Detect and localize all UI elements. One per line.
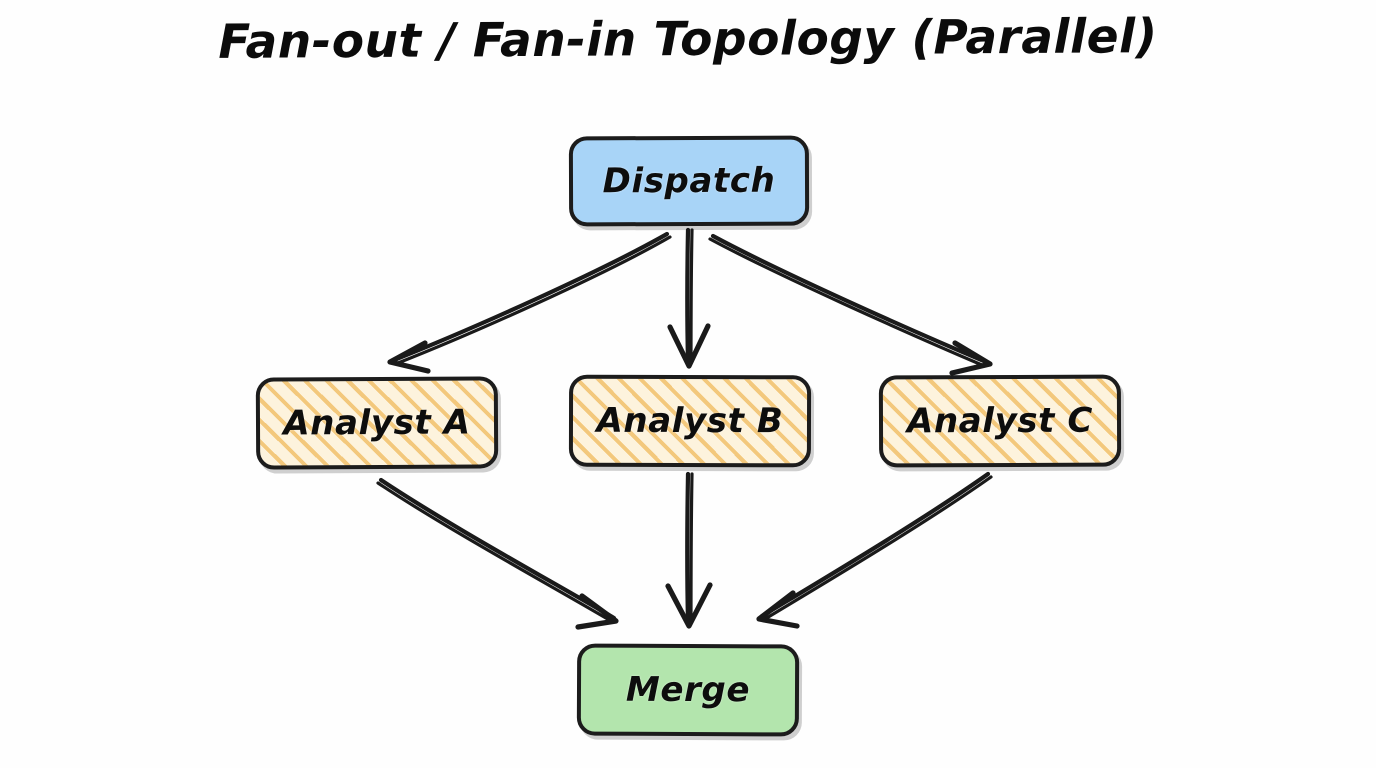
- node-merge[interactable]: Merge: [576, 643, 800, 737]
- node-merge-label: Merge: [625, 669, 751, 711]
- node-analyst-b-label: Analyst B: [596, 400, 784, 442]
- node-analyst-c[interactable]: Analyst C: [878, 374, 1122, 468]
- edge-analyst-b-to-merge: [665, 471, 713, 629]
- node-analyst-a[interactable]: Analyst A: [255, 376, 499, 470]
- edge-dispatch-to-analyst-c: [708, 233, 993, 376]
- edge-analyst-c-to-merge: [756, 471, 993, 629]
- node-dispatch-label: Dispatch: [602, 160, 776, 202]
- edge-dispatch-to-analyst-b: [667, 227, 711, 369]
- edge-analyst-a-to-merge: [376, 477, 619, 630]
- node-analyst-b[interactable]: Analyst B: [568, 374, 812, 468]
- node-dispatch[interactable]: Dispatch: [568, 135, 810, 227]
- node-analyst-a-label: Analyst A: [283, 402, 471, 444]
- edge-dispatch-to-analyst-a: [387, 231, 672, 374]
- page-title: Fan-out / Fan-in Topology (Parallel): [218, 9, 1158, 70]
- node-analyst-c-label: Analyst C: [906, 400, 1094, 442]
